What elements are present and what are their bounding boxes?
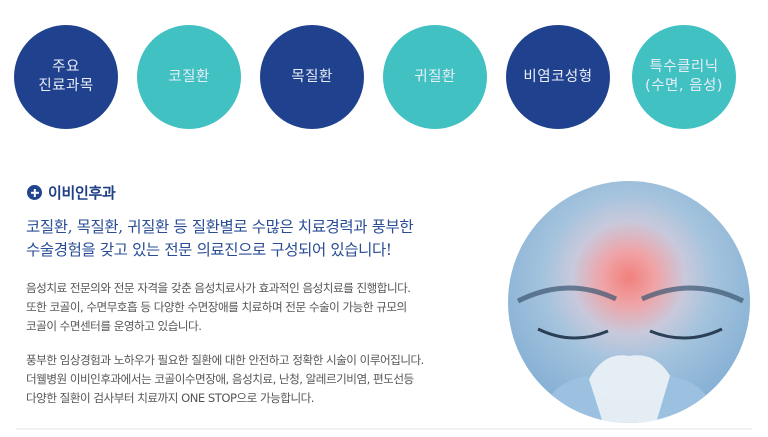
headline-line: 수술경험을 갖고 있는 전문 의료진으로 구성되어 있습니다! — [26, 241, 392, 259]
nav-throat-disease[interactable]: 목질환 — [260, 25, 364, 129]
paragraph-one-stop: 풍부한 임상경험과 노하우가 필요한 질환에 대한 안전하고 정확한 시술이 이… — [26, 351, 506, 408]
face-illustration-icon — [516, 285, 745, 423]
paragraph-line: 또한 코골이, 수면무호흡 등 다양한 수면장애를 치료하며 전문 수술이 가능… — [26, 300, 407, 314]
nav-ear-disease[interactable]: 귀질환 — [383, 25, 487, 129]
nav-nose-disease[interactable]: 코질환 — [137, 25, 241, 129]
plus-circle-icon — [27, 185, 42, 200]
headline-line: 코질환, 목질환, 귀질환 등 질환별로 수많은 치료경력과 풍부한 — [26, 218, 414, 236]
paragraph-line: 코골이 수면센터를 운영하고 있습니다. — [26, 319, 202, 333]
paragraph-line: 더웰병원 이비인후과에서는 코골이수면장애, 음성치료, 난청, 알레르기비염,… — [26, 372, 414, 386]
department-nav: 주요 진료과목 코질환 목질환 귀질환 비염코성형 특수클리닉 (수면, 음성) — [14, 25, 744, 129]
paragraph-line: 풍부한 임상경험과 노하우가 필요한 질환에 대한 안전하고 정확한 시술이 이… — [26, 353, 424, 367]
section-title: 이비인후과 — [48, 184, 116, 202]
paragraph-voice-sleep: 음성치료 전문의와 전문 자격을 갖춘 음성치료사가 효과적인 음성치료를 진행… — [26, 279, 506, 336]
section-header: 이비인후과 — [27, 182, 116, 203]
divider — [16, 428, 752, 430]
nav-main-departments[interactable]: 주요 진료과목 — [14, 25, 118, 129]
paragraph-line: 다양한 질환이 검사부터 치료까지 ONE STOP으로 가능합니다. — [26, 391, 314, 405]
nav-special-clinic[interactable]: 특수클리닉 (수면, 음성) — [632, 25, 736, 129]
nose-illness-photo — [508, 181, 750, 423]
nav-rhinoplasty[interactable]: 비염코성형 — [506, 25, 610, 129]
headline: 코질환, 목질환, 귀질환 등 질환별로 수많은 치료경력과 풍부한 수술경험을… — [26, 216, 496, 262]
paragraph-line: 음성치료 전문의와 전문 자격을 갖춘 음성치료사가 효과적인 음성치료를 진행… — [26, 281, 411, 295]
